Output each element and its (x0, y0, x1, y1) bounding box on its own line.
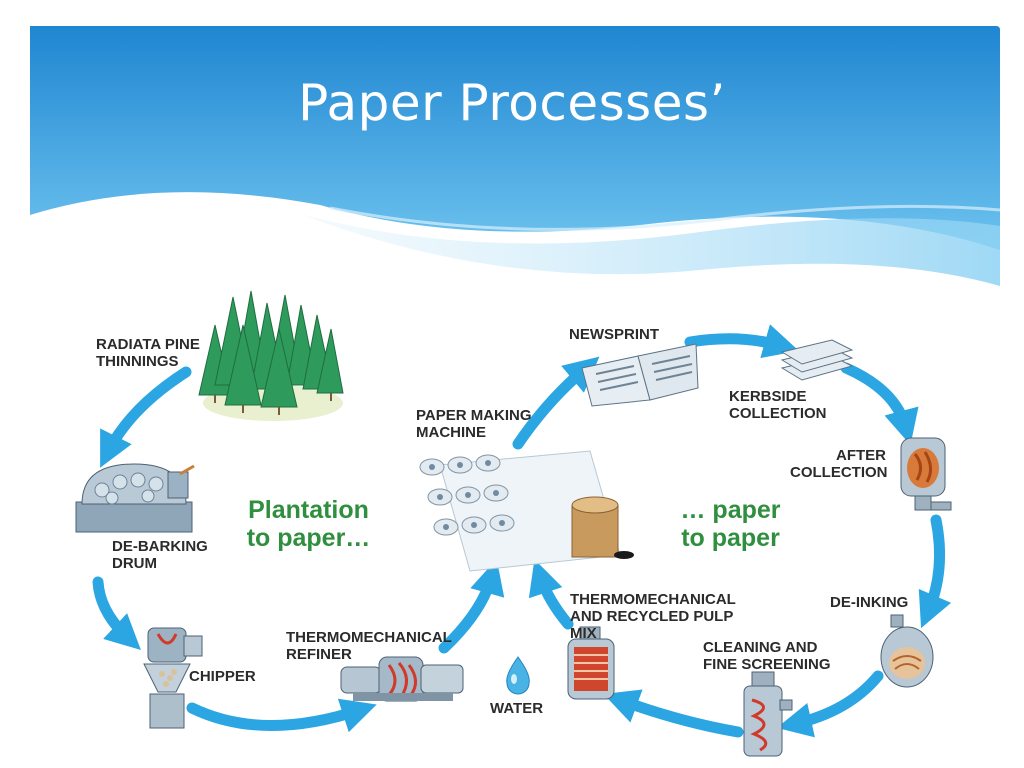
arrow-pine-to-debarking (100, 366, 192, 468)
collection-tank-icon (900, 437, 952, 511)
arrow-mix-to-machine (528, 559, 574, 630)
arrow-machine-to-newsprint (512, 356, 600, 450)
label-debarking-drum: DE-BARKING DRUM (112, 538, 208, 572)
refiner-icon (340, 656, 464, 702)
label-deinking: DE-INKING (830, 594, 909, 611)
arrow-newsprint-to-kerbside (684, 324, 799, 359)
water-drop-icon (506, 656, 530, 695)
chipper-icon (143, 627, 203, 729)
slide-title: Paper Processes’ (298, 74, 726, 132)
arrow-refiner-to-machine (438, 559, 505, 654)
debarking-drum-icon (75, 463, 195, 533)
label-kerbside: KERBSIDE COLLECTION (729, 388, 827, 422)
label-chipper: CHIPPER (189, 668, 256, 685)
header-banner (30, 26, 1001, 286)
cleaning-screen-icon (743, 671, 793, 757)
caption-plantation-to-paper: Plantation to paper… (246, 496, 371, 552)
label-newsprint: NEWSPRINT (569, 326, 659, 343)
newspaper-stack-icon (780, 339, 854, 381)
label-after-collection: AFTER COLLECTION (790, 447, 888, 481)
arrow-chipper-to-refiner (186, 698, 377, 733)
paper-machine-icon (419, 450, 634, 572)
arrow-after-to-deinking (918, 514, 952, 629)
label-paper-machine: PAPER MAKING MACHINE (416, 407, 532, 441)
label-pulp-mix: THERMOMECHANICAL AND RECYCLED PULP MIX (570, 591, 736, 642)
arrow-debarking-to-chipper (92, 576, 141, 650)
arrow-deinking-to-cleaning (776, 670, 884, 738)
pine-trees-icon (198, 290, 344, 421)
deinking-tank-icon (880, 614, 934, 688)
caption-paper-to-paper: … paper to paper (680, 496, 781, 552)
label-radiata-pine: RADIATA PINE THINNINGS (96, 336, 200, 370)
label-cleaning: CLEANING AND FINE SCREENING (703, 639, 831, 673)
newsprint-icon (581, 343, 699, 407)
pulp-mix-tank-icon (567, 626, 615, 700)
arrow-kerbside-to-after (840, 362, 919, 446)
label-water: WATER (490, 700, 544, 717)
arrow-cleaning-to-mix (603, 689, 744, 738)
label-refiner: THERMOMECHANICAL REFINER (286, 629, 452, 663)
